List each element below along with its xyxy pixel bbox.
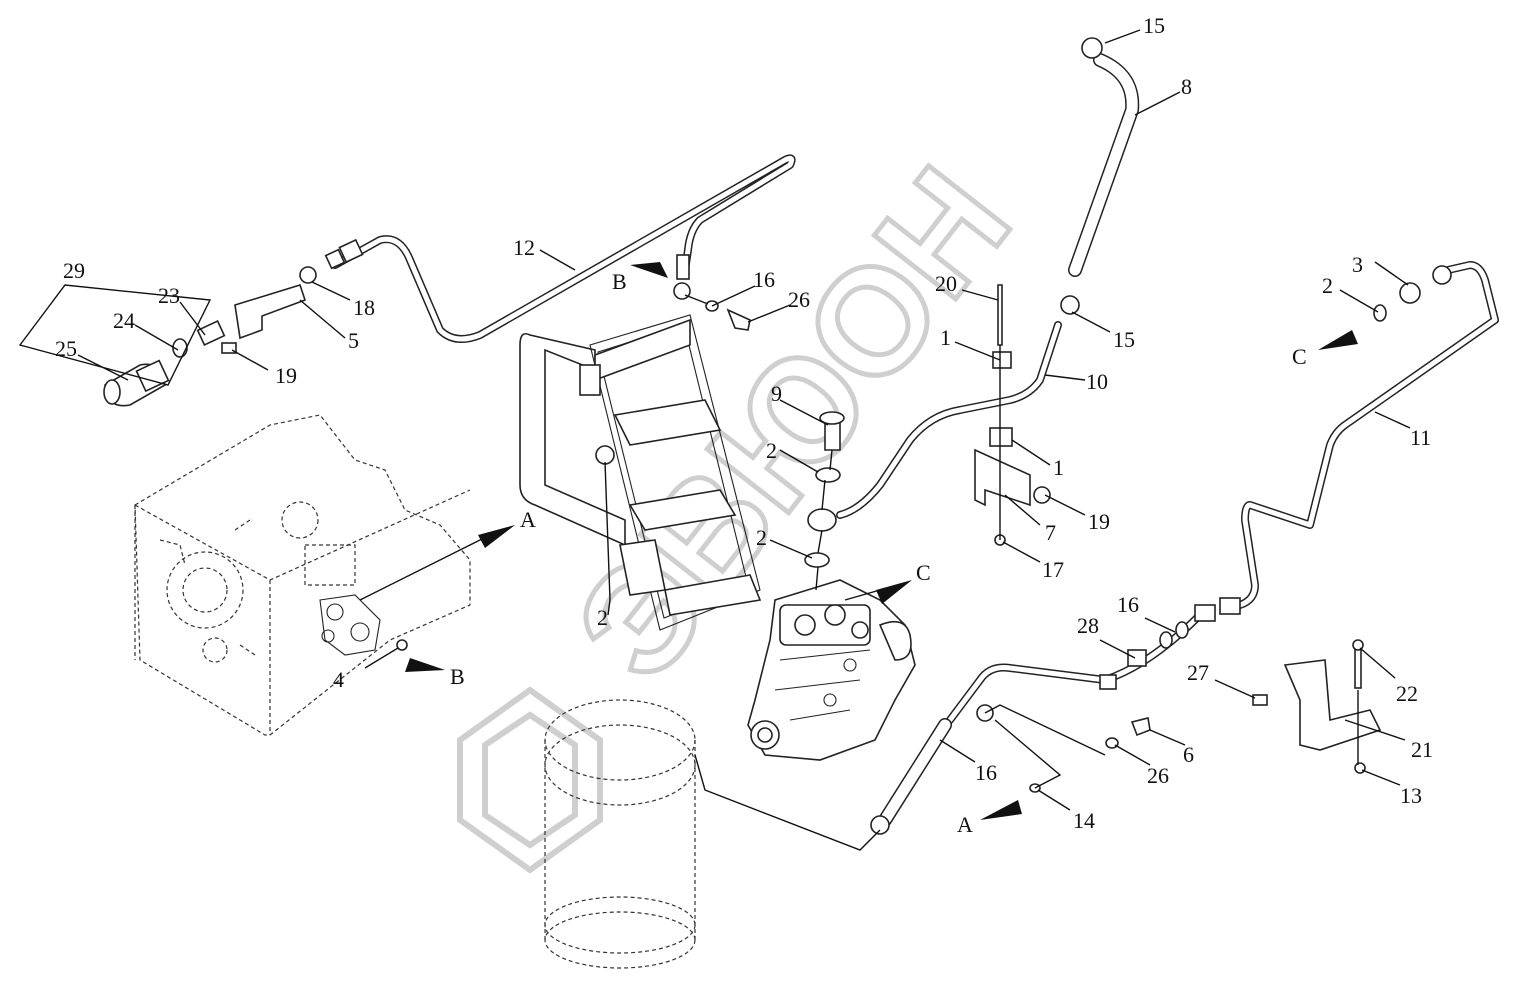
step-ladder <box>519 314 762 631</box>
callout-24: 24 <box>113 308 135 333</box>
pipe-12 <box>324 154 796 343</box>
callout-19: 19 <box>1088 509 1110 534</box>
callout-26: 26 <box>788 287 810 312</box>
callout-1: 1 <box>940 325 951 350</box>
clamp-group <box>974 284 1051 546</box>
callout-25: 25 <box>55 336 77 361</box>
callout-20: 20 <box>935 271 957 296</box>
callout-22: 27 <box>1187 660 1209 685</box>
reservoir-drum <box>544 699 696 969</box>
callout-2: 2 <box>756 525 767 550</box>
pipe-10 <box>807 321 1062 532</box>
arrow-c-right <box>1318 330 1358 350</box>
callout-14: 13 <box>1400 783 1422 808</box>
air-compressor <box>747 579 916 761</box>
marker-b: B <box>612 269 627 294</box>
callout-16: 14 <box>1073 808 1095 833</box>
small-parts <box>396 294 1151 851</box>
callout-29: 29 <box>63 258 85 283</box>
callout-10: 10 <box>1086 369 1108 394</box>
callout-16: 16 <box>753 267 775 292</box>
transmission-housing <box>134 414 471 736</box>
marker-c: C <box>916 560 931 585</box>
arrow-a-housing <box>478 525 515 548</box>
callout-3: 3 <box>1352 252 1363 277</box>
callout-1: 1 <box>1053 455 1064 480</box>
callout-16: 4 <box>333 667 344 692</box>
arrow-a-lower <box>980 800 1022 820</box>
marker-a: A <box>957 812 973 837</box>
callout-11: 11 <box>1410 425 1431 450</box>
marker-a: A <box>520 507 536 532</box>
callout-15: 15 <box>1143 13 1165 38</box>
callout-21: 22 <box>1396 681 1418 706</box>
pipe-13 <box>870 604 1216 835</box>
callout-26: 6 <box>1183 742 1194 767</box>
marker-b: B <box>450 664 465 689</box>
callout-19: 19 <box>275 363 297 388</box>
marker-c: C <box>1292 344 1307 369</box>
arrows <box>405 262 1358 820</box>
callout-27: 28 <box>1077 613 1099 638</box>
pipe-11 <box>1219 261 1499 615</box>
arrow-b-lower <box>405 658 445 672</box>
bracket-6 <box>1252 639 1382 774</box>
connection-markers: B C A C B A <box>450 269 1307 837</box>
callout-13: 16 <box>975 760 997 785</box>
hose-8 <box>1060 37 1140 315</box>
callout-17: 17 <box>1042 557 1064 582</box>
callout-15: 15 <box>1113 327 1135 352</box>
coupling-group <box>103 266 317 407</box>
callout-16: 26 <box>1147 763 1169 788</box>
callout-28: 16 <box>1117 592 1139 617</box>
callout-labels: 15 8 29 23 24 25 19 18 5 12 16 26 20 1 1… <box>55 13 1433 833</box>
callout-9: 9 <box>771 381 782 406</box>
callout-23: 23 <box>158 283 180 308</box>
callout-8: 8 <box>1181 74 1192 99</box>
callout-5: 5 <box>348 328 359 353</box>
callout-2: 2 <box>1322 273 1333 298</box>
arrow-c-compressor <box>876 580 912 604</box>
callout-4: 2 <box>597 605 608 630</box>
callout-18: 18 <box>353 295 375 320</box>
arrow-b-upper <box>630 262 668 278</box>
callout-12: 12 <box>513 235 535 260</box>
leader-lines <box>18 29 1411 811</box>
callout-7: 7 <box>1045 520 1056 545</box>
callout-2: 2 <box>766 438 777 463</box>
callout-6: 21 <box>1411 737 1433 762</box>
